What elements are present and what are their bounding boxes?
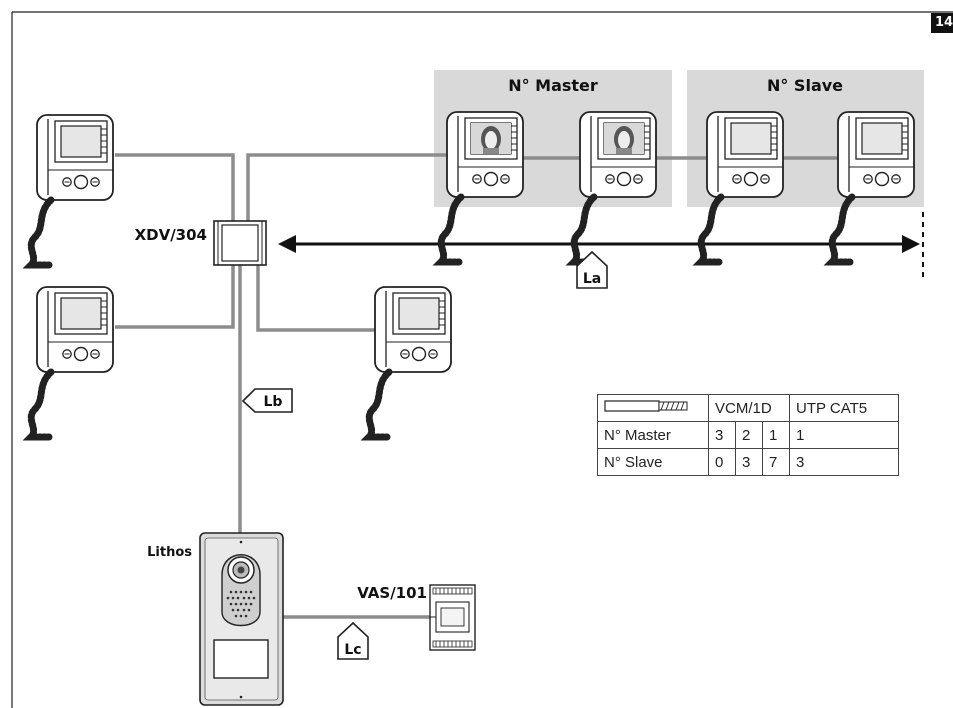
- table-header-row: VCM/1D UTP CAT5: [597, 394, 899, 422]
- table-row: N° Slave 0 3 7 3: [597, 448, 899, 476]
- table-cell: 1: [762, 421, 790, 449]
- table-cell: 3: [735, 448, 763, 476]
- distributor-label: XDV/304: [135, 226, 207, 244]
- row-label: N° Master: [597, 421, 709, 449]
- table-corner-cell: [597, 394, 709, 422]
- wires: [115, 153, 838, 619]
- cable-icon: [604, 400, 688, 412]
- table-cell: 1: [789, 421, 899, 449]
- monitor-icon: [832, 111, 915, 262]
- master-group-label: N° Master: [508, 76, 598, 95]
- table-cell: 3: [789, 448, 899, 476]
- monitor-icon: [441, 111, 524, 262]
- power-supply: [429, 584, 476, 651]
- tag-la: La: [576, 250, 608, 289]
- cable-spec-table: VCM/1D UTP CAT5 N° Master 3 2 1 1 N° Sla…: [597, 394, 899, 476]
- row-label: N° Slave: [597, 448, 709, 476]
- table-row: N° Master 3 2 1 1: [597, 421, 899, 449]
- table-cell: 0: [708, 448, 736, 476]
- power-label: VAS/101: [357, 584, 427, 602]
- tag-lb: Lb: [241, 388, 293, 413]
- monitor-icon: [701, 111, 784, 262]
- lithos-panel: [199, 532, 284, 706]
- header-utp: UTP CAT5: [789, 394, 899, 422]
- monitor-icon: [574, 111, 657, 262]
- cable-label-lc: Lc: [344, 642, 361, 658]
- tag-lc: Lc: [337, 621, 369, 660]
- distributor-box: [213, 220, 267, 266]
- la-arrow: [278, 212, 924, 278]
- cable-label-lb: Lb: [264, 394, 283, 410]
- name-card: [213, 639, 269, 679]
- panel-label: Lithos: [147, 545, 192, 560]
- page-number-badge: 14: [931, 13, 953, 33]
- monitor-icon: [369, 286, 452, 437]
- slave-group-label: N° Slave: [767, 76, 843, 95]
- speaker-icon: [226, 590, 256, 618]
- camera-icon: [227, 556, 255, 584]
- monitor-icon: [31, 286, 114, 437]
- monitor-icon: [31, 114, 114, 265]
- table-cell: 7: [762, 448, 790, 476]
- table-cell: 3: [708, 421, 736, 449]
- cable-label-la: La: [583, 271, 601, 287]
- header-vcm: VCM/1D: [708, 394, 790, 422]
- table-cell: 2: [735, 421, 763, 449]
